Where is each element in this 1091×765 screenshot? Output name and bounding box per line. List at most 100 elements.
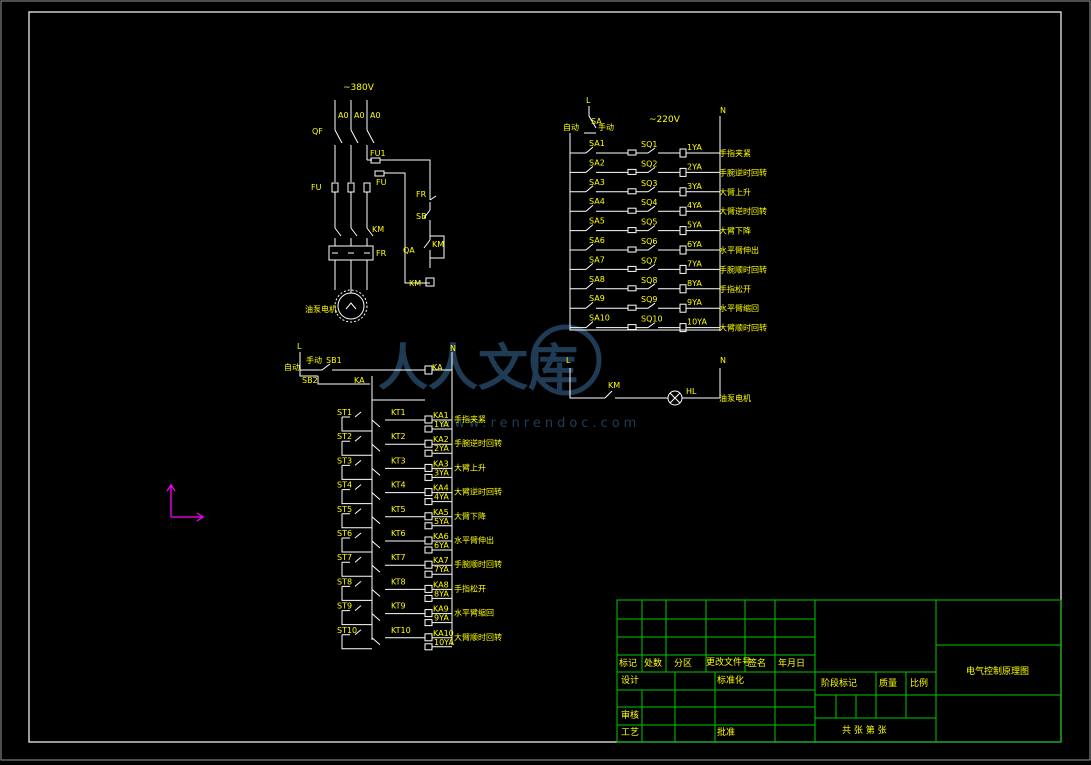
valve-row-label: 大臂顺时回转: [719, 323, 767, 333]
relay-st-label: ST3: [337, 456, 352, 465]
valve-sa-label: SA5: [589, 217, 605, 226]
valve-line-label: L: [586, 96, 591, 105]
relay-st-label: ST2: [337, 432, 352, 441]
valve-sa-label: SA3: [589, 178, 605, 187]
watermark-url: www.renrendoc.com: [440, 416, 641, 431]
lamp-icon: [667, 390, 683, 406]
relay-coil-label: 3YA: [434, 468, 449, 477]
th-count: 处数: [644, 657, 662, 669]
valve-row-label: 手指夹紧: [719, 148, 751, 158]
watermark-text: 人人文库: [378, 339, 578, 397]
tb-process: 工艺: [621, 727, 639, 738]
fr-label: FR: [376, 249, 387, 258]
valve-coil-label: 3YA: [687, 182, 702, 191]
phase-a-label: A0: [338, 111, 349, 120]
tb-stage-mark: 阶段标记: [821, 677, 857, 689]
km-label: KM: [372, 225, 384, 234]
relay-kt-label: KT2: [391, 432, 406, 441]
lamp-line-label: L: [566, 356, 571, 365]
relay-st-label: ST8: [337, 577, 352, 586]
valve-sq-label: SQ3: [641, 179, 657, 188]
motor-label: 油泵电机: [305, 304, 337, 314]
lamp-id-label: HL: [686, 387, 697, 396]
phase-c-label: A0: [370, 111, 381, 120]
valve-coil-label: 5YA: [687, 221, 702, 230]
phase-b-label: A0: [354, 111, 365, 120]
valve-sq-label: SQ2: [641, 159, 657, 168]
relay-ka-label: KA8: [433, 580, 449, 589]
valve-manual-label: 手动: [598, 122, 614, 132]
relay-kt-label: KT1: [391, 408, 406, 417]
lamp-label: 油泵电机: [719, 393, 751, 403]
tb-standard: 标准化: [717, 674, 744, 686]
valve-sq-label: SQ10: [641, 315, 663, 324]
tb-scale: 比例: [910, 677, 928, 689]
valve-row: SA5 SQ5 5YA 大臂下降: [570, 217, 751, 236]
relay-row-label: 大臂顺时回转: [454, 632, 502, 642]
km-coil-label: KM: [409, 279, 421, 288]
relay-coil-label: 7YA: [434, 565, 449, 574]
power-supply-label: ~380V: [343, 83, 375, 93]
valve-sa-label: SA9: [589, 294, 605, 303]
relay-line-label: L: [297, 342, 302, 351]
th-date: 年月日: [778, 657, 805, 669]
relay-row-label: 大臂上升: [454, 462, 486, 472]
lamp-circuit: L N KM HL 油泵电机: [566, 356, 751, 406]
relay-coil-label: 1YA: [434, 420, 449, 429]
relay-coil-label: 10YA: [434, 638, 454, 647]
th-mark: 标记: [619, 657, 637, 669]
valve-row-label: 大臂下降: [719, 226, 751, 236]
relay-neutral-label: N: [450, 344, 456, 353]
valve-coil-label: 2YA: [687, 162, 702, 171]
valve-sq-label: SQ5: [641, 218, 657, 227]
th-zone: 分区: [674, 658, 692, 669]
valve-coil-label: 9YA: [687, 298, 702, 307]
tb-approve: 批准: [717, 726, 735, 738]
valve-sa-label: SA6: [589, 236, 605, 245]
relay-ka-label: KA4: [433, 484, 449, 493]
relay-ka-label: KA5: [433, 508, 449, 517]
valve-neutral-label: N: [720, 106, 726, 115]
valve-coil-label: 4YA: [687, 201, 702, 210]
valve-sq-label: SQ6: [641, 237, 657, 246]
valve-sa-label: SA2: [589, 158, 605, 167]
valve-sa-label: SA8: [589, 275, 605, 284]
relay-row-label: 手腕顺时回转: [454, 559, 502, 569]
relay-ka-label: KA3: [433, 459, 449, 468]
valve-coil-label: 7YA: [687, 259, 702, 268]
th-sign: 签名: [748, 657, 766, 669]
relay-st-label: ST1: [337, 408, 352, 417]
valve-coil-label: 1YA: [687, 143, 702, 152]
valve-coil-label: 8YA: [687, 279, 702, 288]
sb-label: SB: [416, 212, 427, 221]
drawing-border: [28, 11, 1062, 743]
relay-manual-label: 手动: [306, 355, 322, 365]
valve-row-label: 水平臂缩回: [719, 303, 759, 313]
relay-auto-label: 自动: [284, 362, 300, 372]
relay-coil-label: 8YA: [434, 589, 449, 598]
valve-coil-label: 6YA: [687, 240, 702, 249]
relay-kt-label: KT7: [391, 553, 406, 562]
tb-review: 审核: [621, 709, 639, 721]
relay-kt-label: KT10: [391, 626, 411, 635]
ucs-icon: [166, 483, 205, 522]
relay-ka-label: KA7: [433, 556, 449, 565]
relay-row-label: 手腕逆时回转: [454, 438, 502, 448]
tb-sheets: 共 张 第 张: [842, 724, 887, 736]
